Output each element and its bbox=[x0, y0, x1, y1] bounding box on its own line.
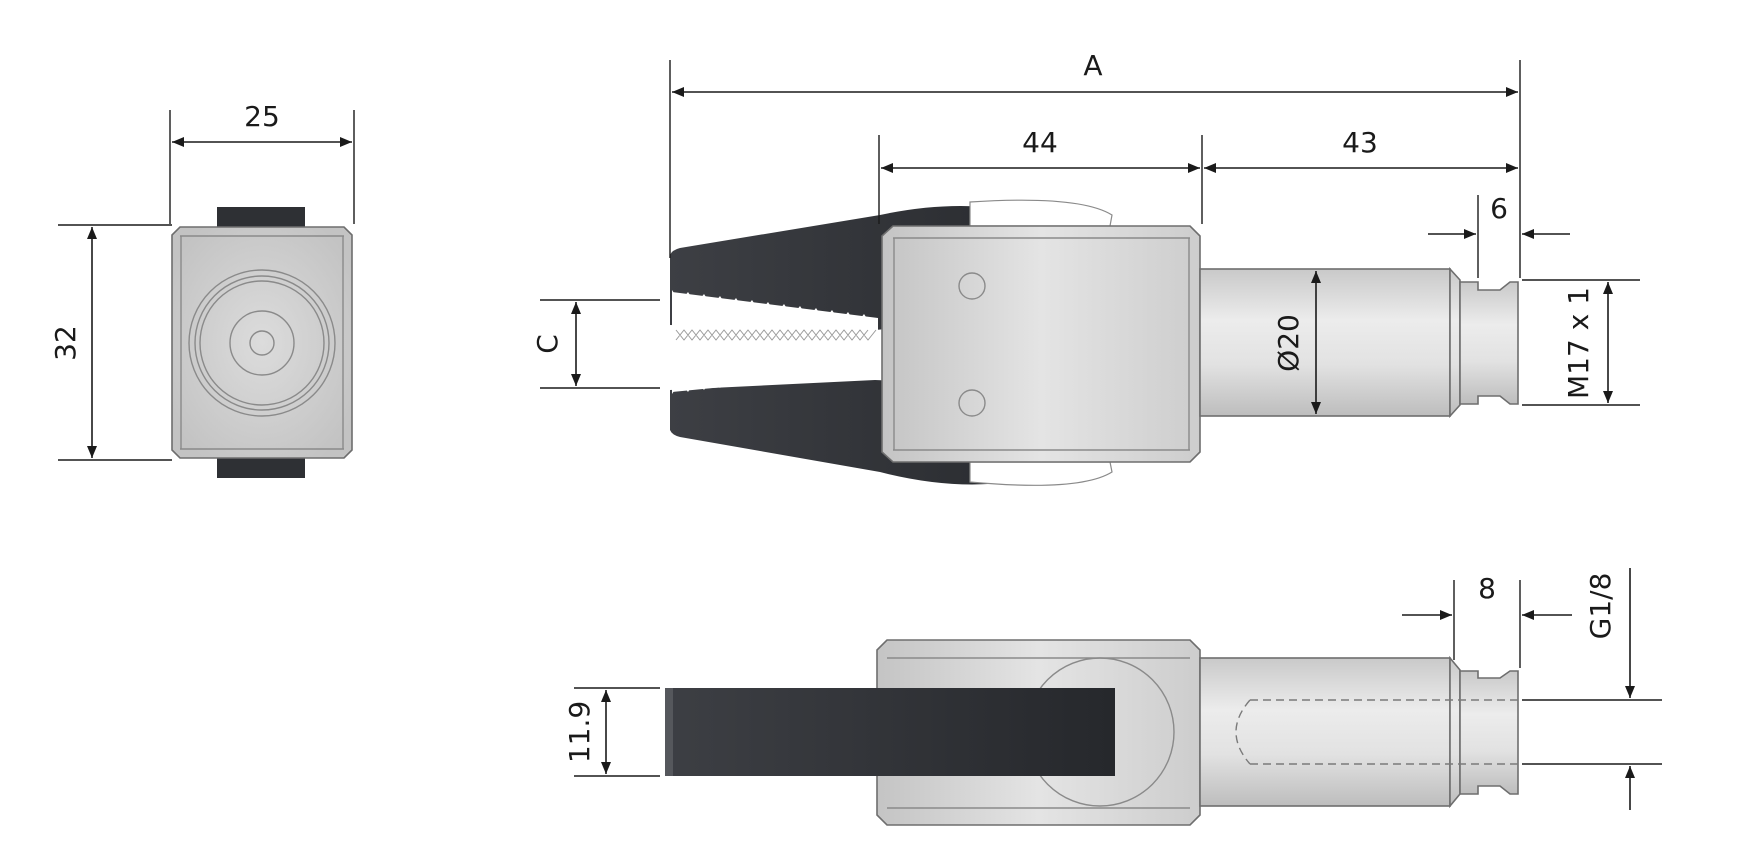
end-view-ring-2 bbox=[194, 275, 330, 411]
dim-thread-length-label: 6 bbox=[1490, 192, 1508, 225]
dim-thread-label: M17 x 1 bbox=[1562, 287, 1595, 399]
end-view-ring-outer bbox=[188, 269, 336, 417]
dim-width-label: 25 bbox=[244, 100, 280, 133]
top-view: 8 G1/8 11.9 bbox=[563, 568, 1662, 826]
dim-height-label: 32 bbox=[49, 325, 82, 361]
front-upper-teeth bbox=[672, 290, 878, 326]
front-lower-jaw-tail bbox=[969, 461, 1113, 486]
dim-grip-label: C bbox=[531, 334, 564, 354]
front-shank bbox=[1199, 268, 1451, 417]
dim-overall-label: A bbox=[1083, 49, 1102, 82]
front-pin-hole-lower bbox=[958, 389, 986, 417]
top-port-thread bbox=[1459, 670, 1519, 795]
dim-thickness-label: 11.9 bbox=[563, 701, 596, 763]
end-view-chamfer bbox=[180, 235, 344, 450]
dim-port-length-label: 8 bbox=[1478, 572, 1496, 605]
front-body-block bbox=[881, 225, 1201, 463]
end-view-ring-3 bbox=[199, 280, 325, 406]
dim-diameter-label: Ø20 bbox=[1272, 314, 1305, 372]
end-view-top-jaw bbox=[217, 207, 305, 227]
top-hidden-bore bbox=[1235, 699, 1518, 765]
front-upper-jaw-tail bbox=[969, 199, 1113, 227]
front-pin-hole-upper bbox=[958, 272, 986, 300]
front-lower-teeth bbox=[672, 358, 878, 394]
end-view-center-hole bbox=[249, 330, 275, 356]
front-shank-taper bbox=[1449, 266, 1461, 419]
end-view-ring-4 bbox=[229, 310, 295, 376]
end-view-bottom-jaw bbox=[217, 458, 305, 478]
top-shank bbox=[1199, 657, 1451, 807]
dim-jaw-length-label: 44 bbox=[1022, 126, 1058, 159]
dim-port-thread-label: G1/8 bbox=[1584, 573, 1617, 640]
front-thread bbox=[1459, 281, 1519, 405]
front-grip-hatch bbox=[675, 329, 877, 341]
end-view: 25 32 bbox=[49, 100, 355, 478]
top-jaw-bar bbox=[665, 688, 1115, 776]
front-view: A 44 43 6 C Ø20 M17 x 1 bbox=[531, 49, 1640, 486]
end-view-body bbox=[171, 226, 353, 459]
dim-shank-length-label: 43 bbox=[1342, 126, 1378, 159]
